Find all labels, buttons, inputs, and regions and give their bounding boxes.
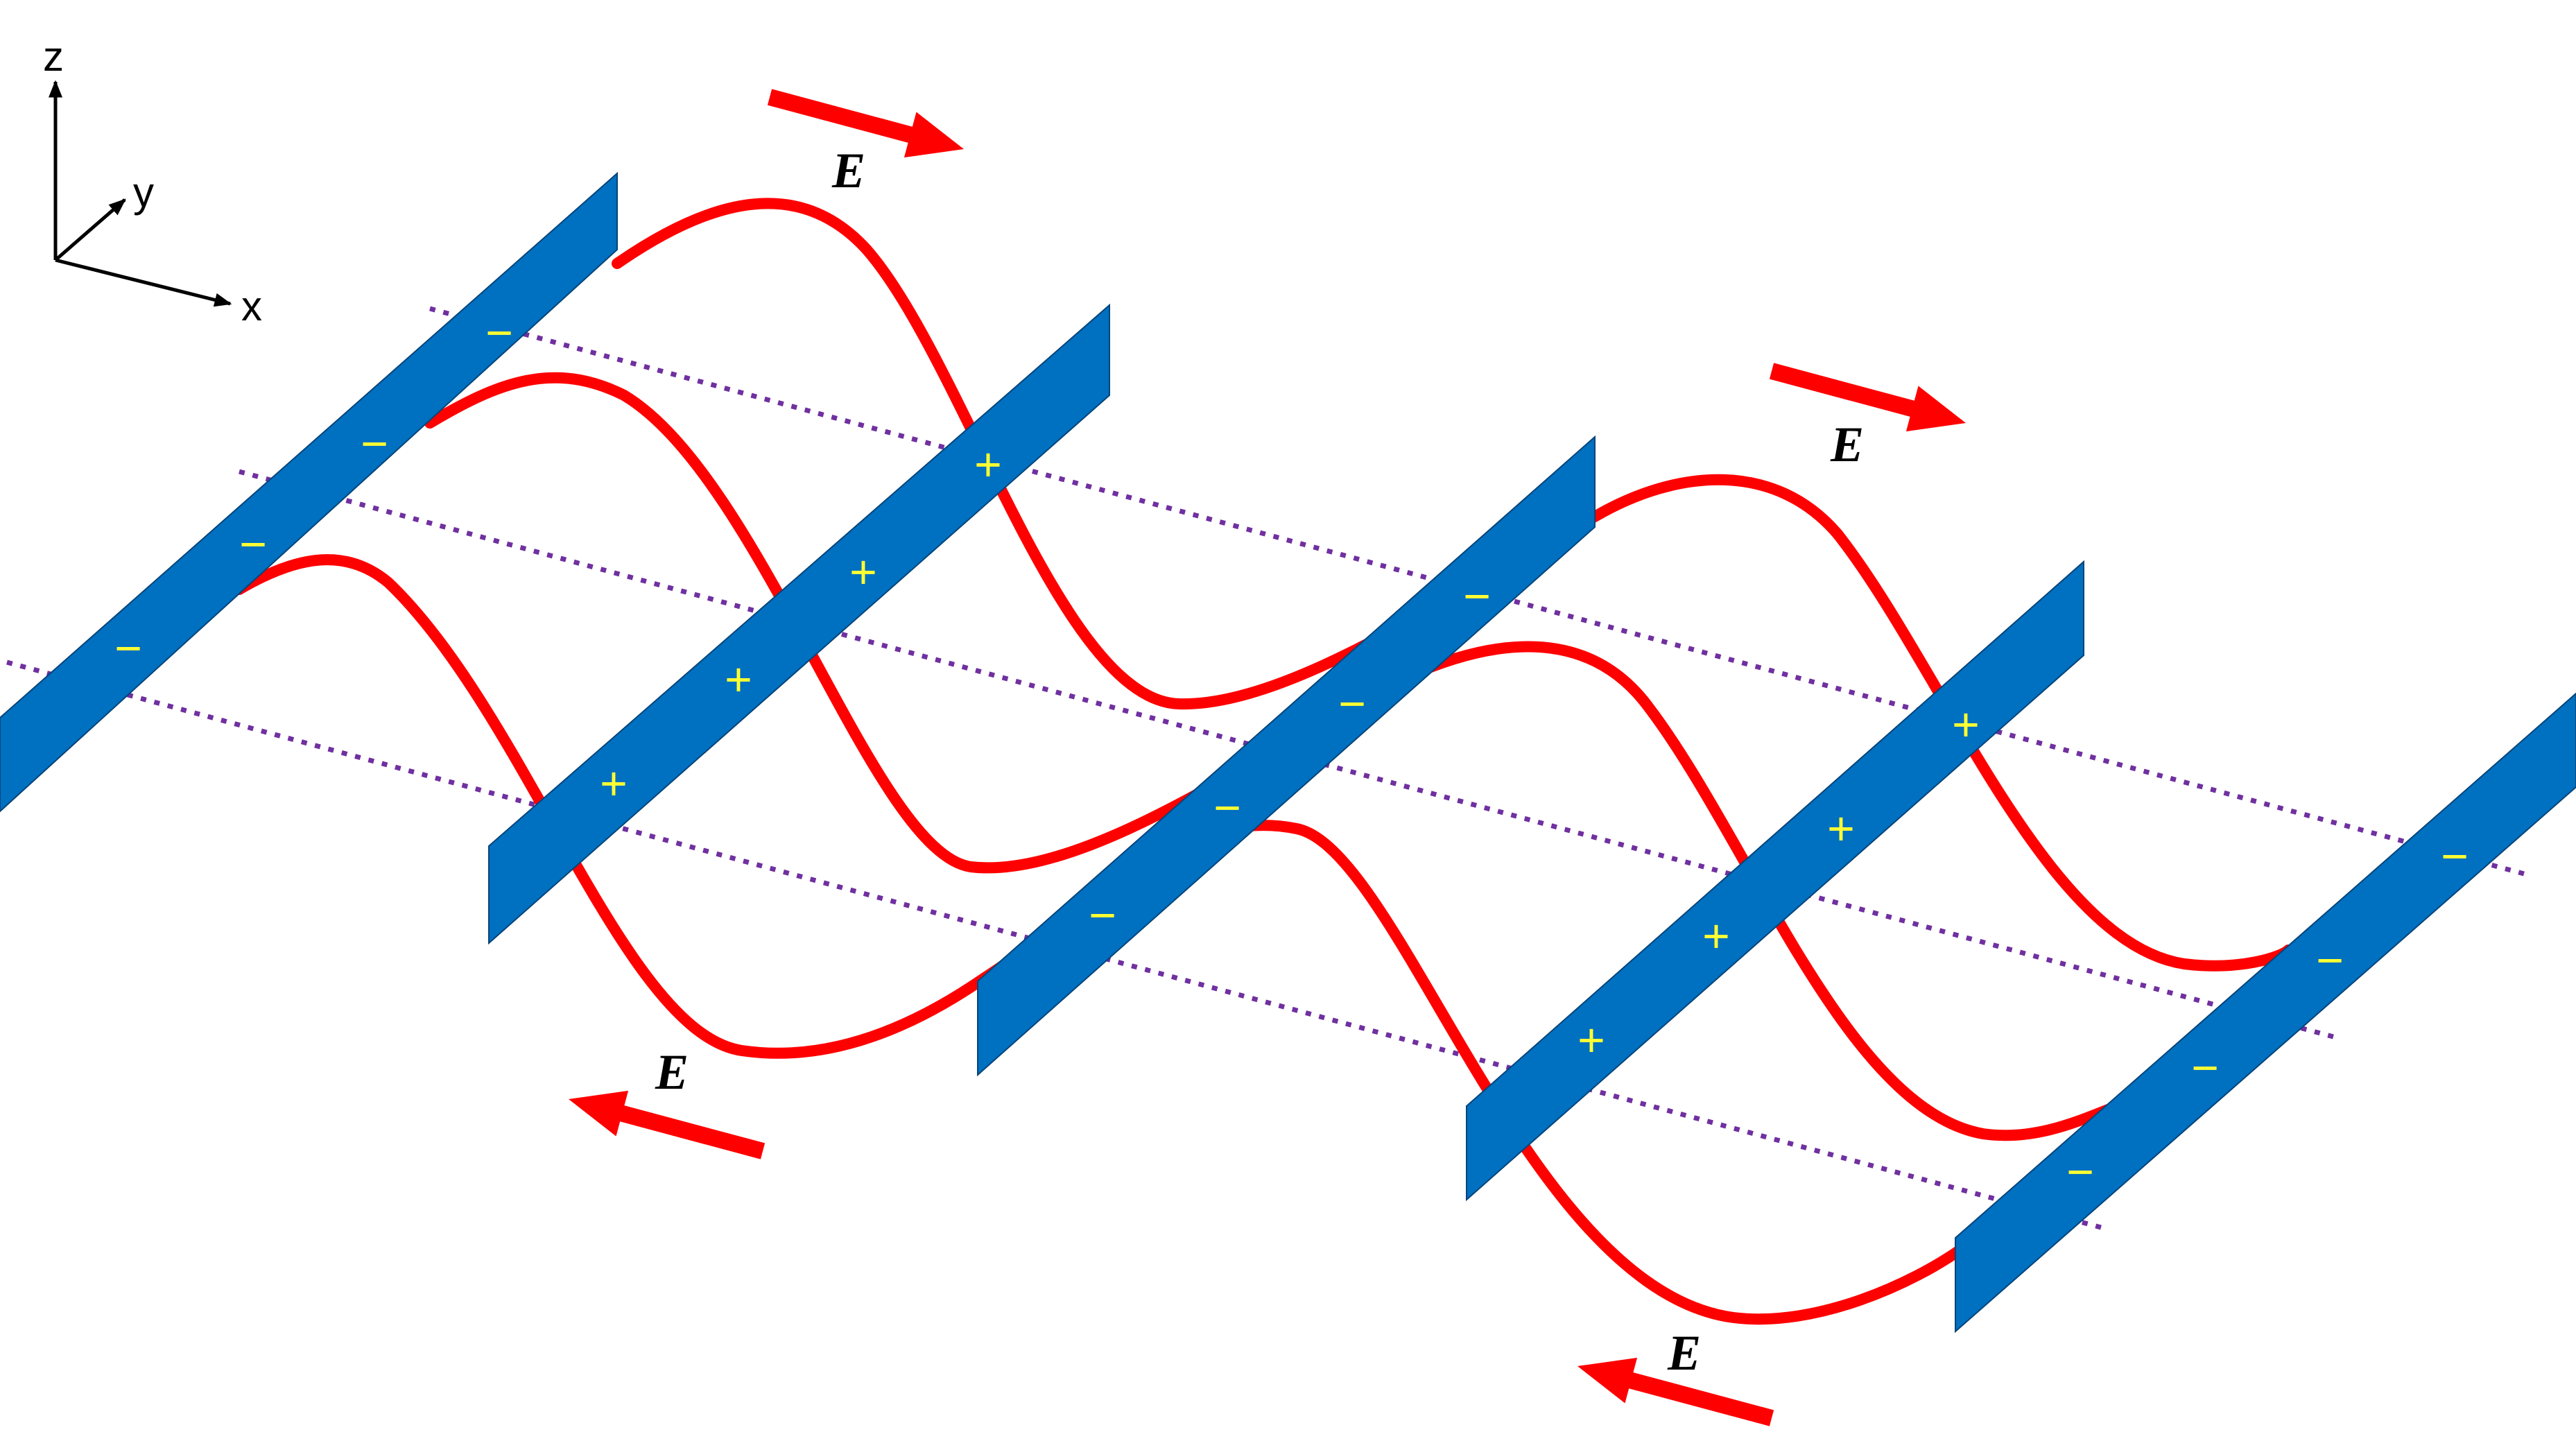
minus-sign: −	[2441, 830, 2469, 883]
minus-sign: −	[1463, 570, 1491, 623]
plane-1-negative: − − − −	[0, 171, 618, 813]
e-field-arrow-3: E	[569, 1044, 766, 1159]
e-field-label: E	[655, 1044, 689, 1100]
x-axis-label: x	[241, 283, 262, 329]
z-axis-label: z	[43, 33, 64, 80]
plus-sign: +	[1702, 910, 1730, 963]
plane-5-negative: − − − −	[1955, 692, 2576, 1334]
field-arrows: E E E E	[569, 89, 1966, 1426]
minus-sign: −	[1338, 678, 1366, 730]
arrow-icon	[767, 89, 964, 158]
e-field-label: E	[1830, 417, 1864, 472]
minus-sign: −	[2316, 934, 2344, 987]
plus-sign: +	[1577, 1014, 1605, 1067]
charge-plane	[0, 171, 618, 813]
minus-sign: −	[2191, 1042, 2219, 1094]
minus-sign: −	[1089, 889, 1116, 942]
arrow-icon	[1577, 1357, 1774, 1426]
charge-plane	[1955, 692, 2576, 1334]
charge-plane	[1466, 560, 2084, 1202]
plane-2-positive: + + + +	[488, 303, 1110, 945]
minus-sign: −	[2066, 1146, 2094, 1198]
minus-sign: −	[485, 307, 513, 359]
plus-sign: +	[725, 653, 752, 706]
y-axis-label: y	[133, 169, 154, 216]
e-field-arrow-4: E	[1577, 1325, 1774, 1426]
minus-sign: −	[1213, 782, 1241, 834]
e-field-label: E	[1667, 1325, 1701, 1381]
arrow-icon	[1769, 363, 1966, 432]
plus-sign: +	[974, 438, 1002, 491]
charge-plane	[488, 303, 1110, 945]
minus-sign: −	[239, 518, 267, 571]
minus-sign: −	[114, 622, 142, 675]
plus-sign: +	[600, 757, 628, 810]
plus-sign: +	[1827, 802, 1855, 855]
plus-sign: +	[1952, 698, 1980, 751]
plane-3-negative: − − − −	[977, 435, 1596, 1077]
arrow-icon	[569, 1090, 766, 1159]
y-axis	[54, 198, 126, 261]
charge-planes: − − − − + + + + − − − − + + + + − − − −	[0, 171, 2576, 1334]
axes: z y x	[43, 33, 262, 329]
e-field-arrow-2: E	[1769, 363, 1966, 472]
e-field-label: E	[831, 143, 865, 198]
x-axis	[55, 258, 232, 307]
minus-sign: −	[361, 417, 388, 470]
charge-plane	[977, 435, 1596, 1077]
plane-4-positive: + + + +	[1466, 560, 2084, 1202]
e-field-arrow-1: E	[767, 89, 964, 198]
plus-sign: +	[849, 546, 877, 598]
